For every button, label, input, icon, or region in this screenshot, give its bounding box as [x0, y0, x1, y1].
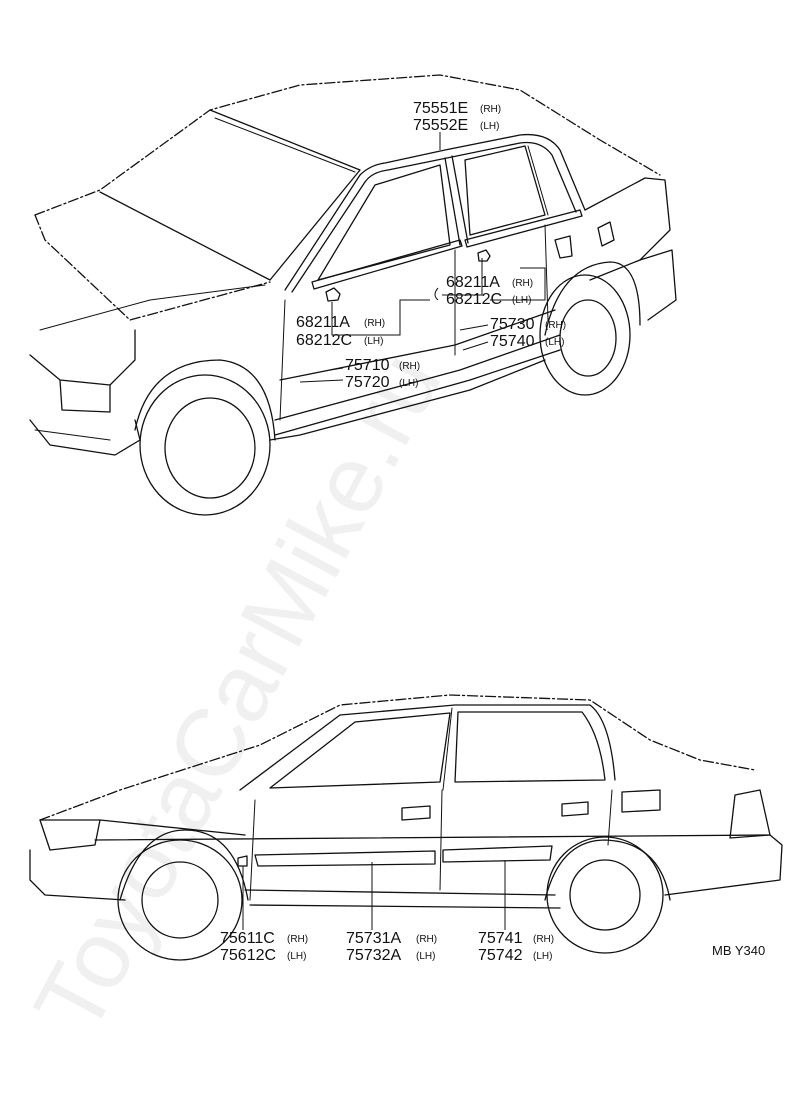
callout-front-clip: 68211A (RH) 68212C (LH) [296, 314, 385, 349]
callout-front-side-molding: 75731A (RH) 75732A (LH) [346, 930, 437, 964]
part-number-rh: 75551E [413, 100, 468, 117]
side-label-lh: (LH) [480, 121, 499, 132]
part-number-lh: 68212C [296, 332, 352, 349]
part-number-lh: 75740 [490, 333, 535, 350]
part-number-rh: 68211A [296, 314, 350, 331]
part-number-rh: 75731A [346, 930, 401, 947]
car-side-view [29, 694, 783, 961]
part-number-lh: 75612C [220, 947, 276, 964]
part-number-rh: 75611C [220, 930, 275, 947]
diagram-code: MB Y340 [712, 943, 765, 958]
side-label-rh: (RH) [533, 934, 554, 945]
part-number-lh: 68212C [446, 291, 502, 308]
callout-rear-belt-molding: 75730 (RH) 75740 (LH) [490, 316, 566, 350]
part-number-rh: 75710 [345, 357, 390, 374]
car-three-quarter-view [29, 74, 677, 516]
side-label-lh: (LH) [512, 295, 531, 306]
part-number-rh: 68211A [446, 274, 500, 291]
leader-lines [242, 132, 546, 930]
side-label-rh: (RH) [287, 934, 308, 945]
side-label-lh: (LH) [364, 336, 383, 347]
side-label-rh: (RH) [512, 278, 533, 289]
side-label-lh: (LH) [533, 951, 552, 962]
part-number-lh: 75742 [478, 947, 523, 964]
part-number-lh: 75720 [345, 374, 390, 391]
part-number-rh: 75741 [478, 930, 523, 947]
callout-rear-clip: 68211A (RH) 68212C (LH) [446, 274, 533, 308]
callout-fender-molding: 75611C (RH) 75612C (LH) [220, 930, 308, 964]
side-label-rh: (RH) [399, 361, 420, 372]
part-number-rh: 75730 [490, 316, 535, 333]
side-label-rh: (RH) [545, 320, 566, 331]
side-label-lh: (LH) [287, 951, 306, 962]
callout-rear-side-molding: 75741 (RH) 75742 (LH) [478, 930, 554, 964]
part-number-lh: 75552E [413, 117, 468, 134]
side-label-lh: (LH) [399, 378, 418, 389]
side-label-lh: (LH) [416, 951, 435, 962]
callout-roof-molding: 75551E (RH) 75552E (LH) [413, 100, 501, 134]
callout-front-belt-molding: 75710 (RH) 75720 (LH) [345, 357, 420, 391]
side-label-lh: (LH) [545, 337, 564, 348]
side-label-rh: (RH) [416, 934, 437, 945]
side-label-rh: (RH) [364, 318, 385, 329]
part-number-lh: 75732A [346, 947, 401, 964]
side-label-rh: (RH) [480, 104, 501, 115]
